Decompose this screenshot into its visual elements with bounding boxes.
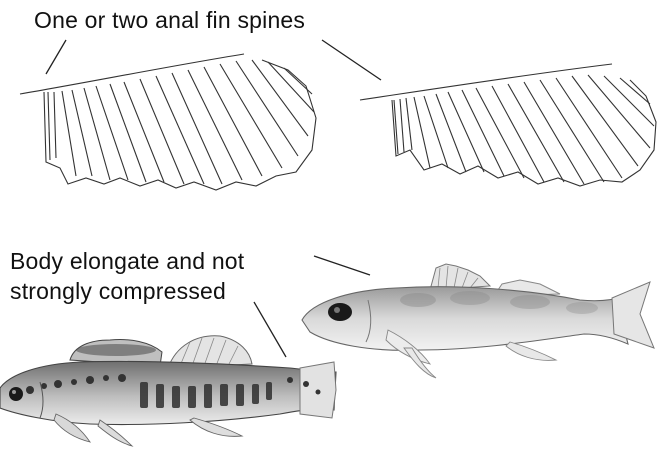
label-body-elongate-line-2: strongly compressed: [10, 277, 226, 305]
fish-walleye: [302, 264, 654, 378]
leader-line-right-fin: [322, 40, 381, 80]
fish-darter: [0, 336, 336, 446]
leader-line-body-darter: [254, 302, 286, 357]
anal-fin-right: [360, 64, 656, 186]
label-body-elongate-line-1: Body elongate and not: [10, 247, 244, 275]
label-anal-fin-spines: One or two anal fin spines: [34, 6, 305, 34]
anal-fin-left: [20, 54, 316, 190]
leader-line-left-fin: [46, 40, 66, 74]
leader-line-body-walleye: [314, 256, 370, 275]
